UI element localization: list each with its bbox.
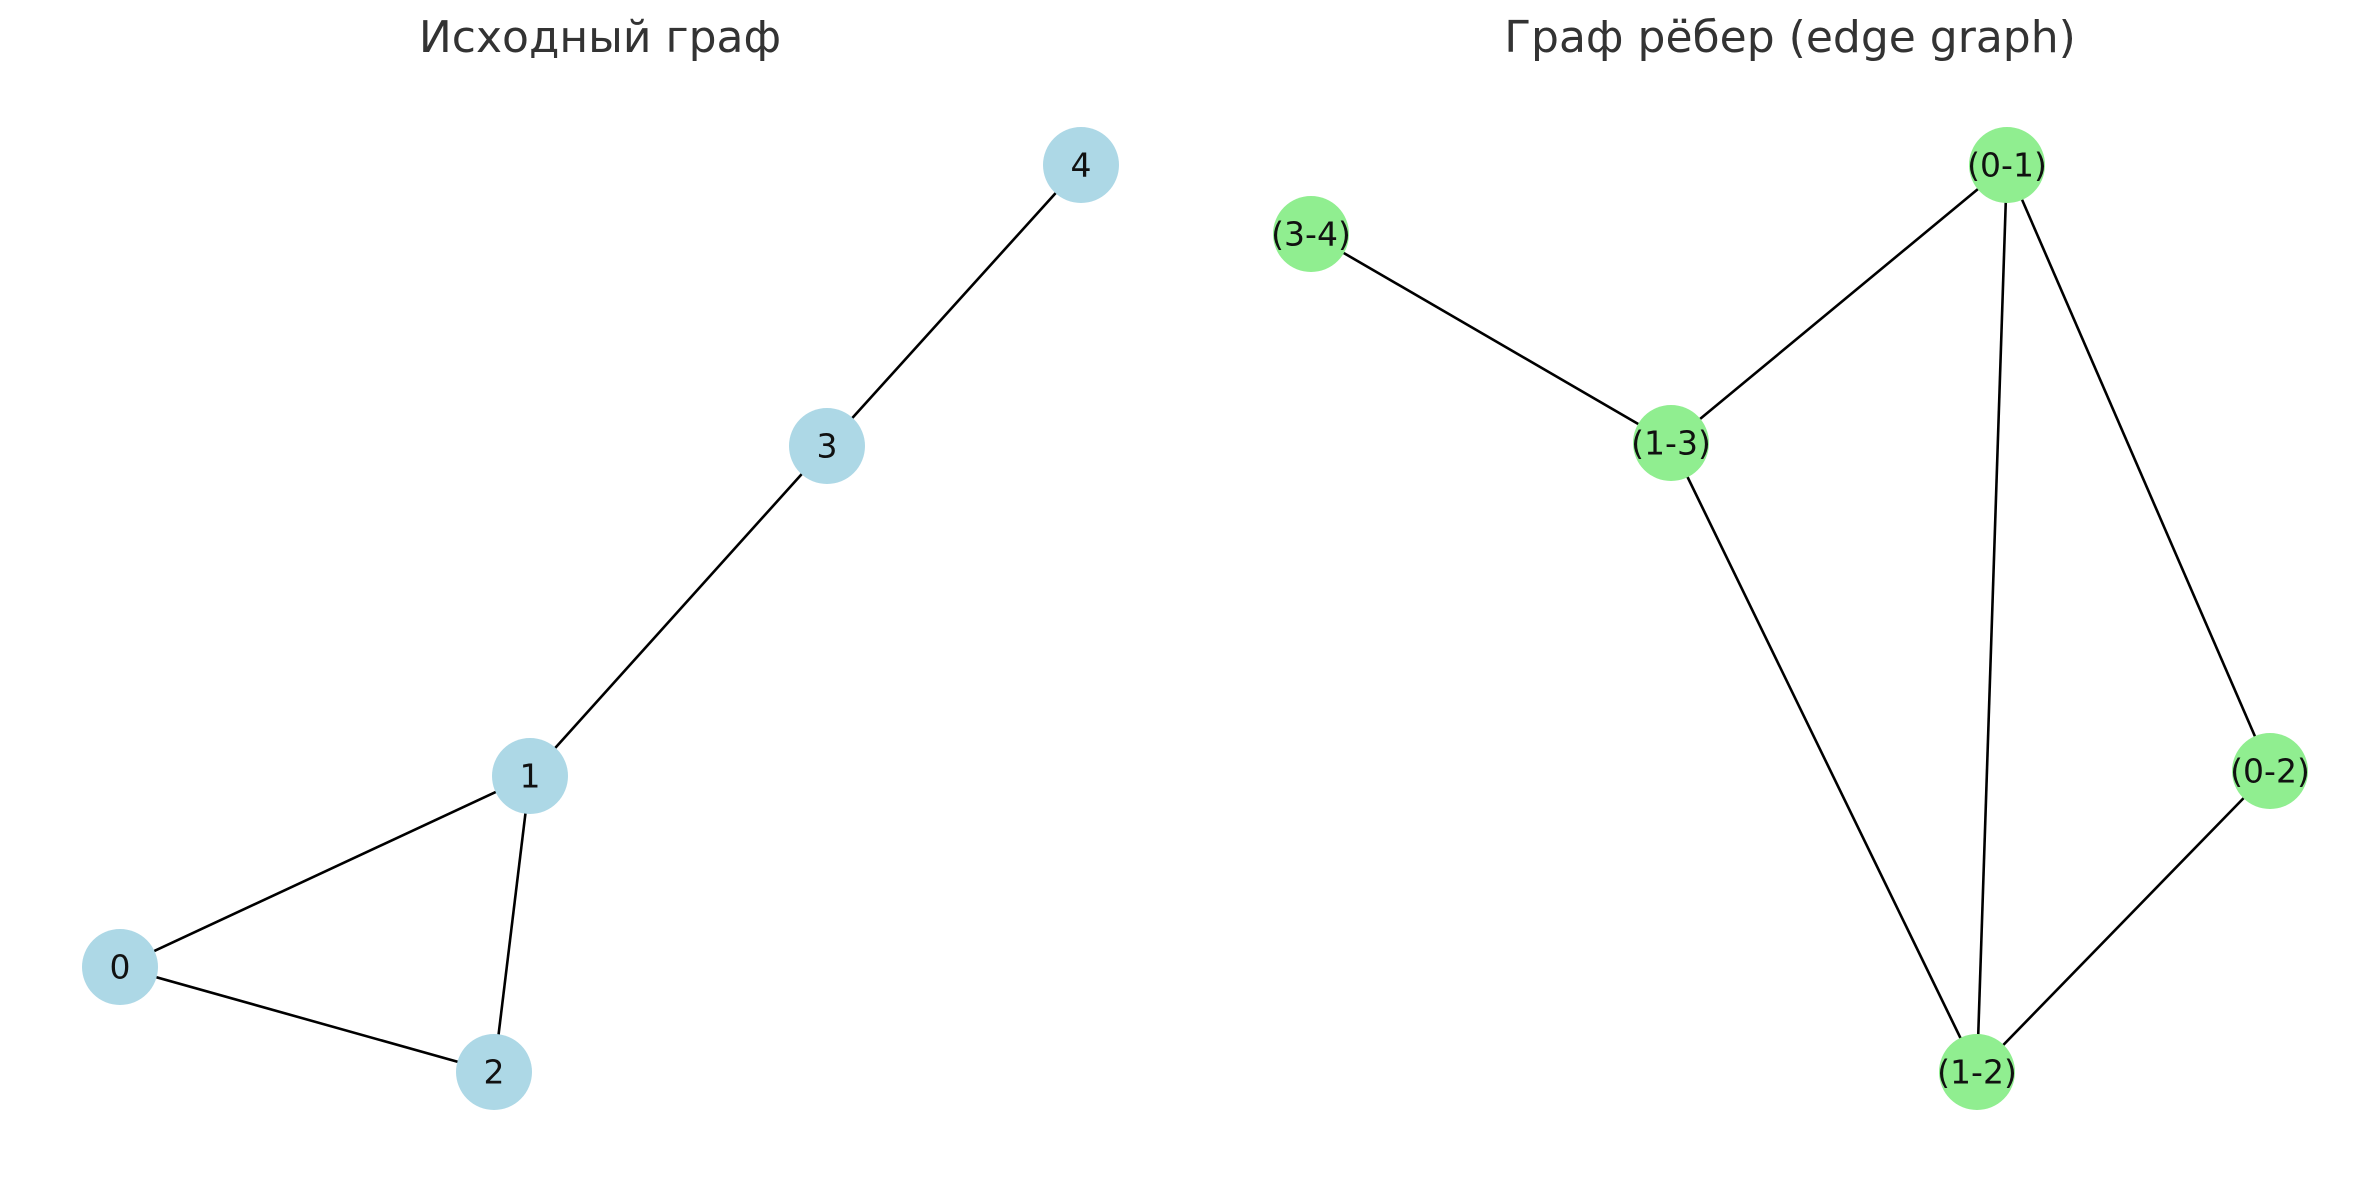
- node-label: (3-4): [1271, 215, 1351, 254]
- node-label: 2: [484, 1053, 505, 1092]
- edge-graph-edge-0-2--1-2: [1976, 770, 2271, 1073]
- node-label: 3: [817, 427, 838, 466]
- original-edge-0--2: [119, 965, 495, 1074]
- node-circle: [1969, 127, 2045, 203]
- edge-graph-node-1-2: (1-2): [1937, 1034, 2017, 1110]
- node-circle: [1633, 405, 1709, 481]
- node-circle: [82, 929, 158, 1005]
- original-edge-1--2: [492, 775, 532, 1073]
- original-node-0: 0: [82, 929, 158, 1005]
- edge-graph-edge-0-1--0-2: [2005, 164, 2272, 772]
- node-label: (0-1): [1967, 146, 2047, 185]
- edge-graph-edge-3-4--1-3: [1310, 232, 1672, 445]
- edge-graph-edge-0-1--1-2: [1975, 164, 2009, 1073]
- node-circle: [2232, 733, 2308, 809]
- node-label: 0: [110, 948, 131, 987]
- node-label: (0-2): [2230, 752, 2310, 791]
- edge-graph-node-0-2: (0-2): [2230, 733, 2310, 809]
- node-circle: [1273, 196, 1349, 272]
- node-circle: [789, 408, 865, 484]
- edge-graph-node-3-4: (3-4): [1271, 196, 1351, 272]
- edge-graph-title: Граф рёбер (edge graph): [1504, 12, 2076, 63]
- node-label: (1-2): [1937, 1053, 2017, 1092]
- original-edge-0--1: [119, 774, 531, 969]
- original-node-4: 4: [1043, 127, 1119, 203]
- node-label: 4: [1071, 146, 1092, 185]
- original-edge-1--3: [529, 445, 828, 777]
- node-label: (1-3): [1631, 424, 1711, 463]
- edge-graph-node-0-1: (0-1): [1967, 127, 2047, 203]
- node-circle: [1043, 127, 1119, 203]
- edge-graph-edge-0-1--1-3: [1670, 163, 2008, 445]
- edge-graph-node-1-3: (1-3): [1631, 405, 1711, 481]
- original-graph-title: Исходный граф: [419, 12, 781, 63]
- original-graph-panel: 0 1 2 3 4: [82, 127, 1119, 1110]
- node-circle: [492, 738, 568, 814]
- original-node-3: 3: [789, 408, 865, 484]
- node-label: 1: [520, 757, 541, 796]
- original-node-1: 1: [492, 738, 568, 814]
- original-edge-3--4: [826, 164, 1082, 447]
- edge-graph-panel: (0-1) (3-4) (1-3) (0-2) (1-2): [1271, 127, 2310, 1110]
- node-circle: [1939, 1034, 2015, 1110]
- edge-graph-edge-1-3--1-2: [1669, 442, 1979, 1073]
- node-circle: [456, 1034, 532, 1110]
- original-node-2: 2: [456, 1034, 532, 1110]
